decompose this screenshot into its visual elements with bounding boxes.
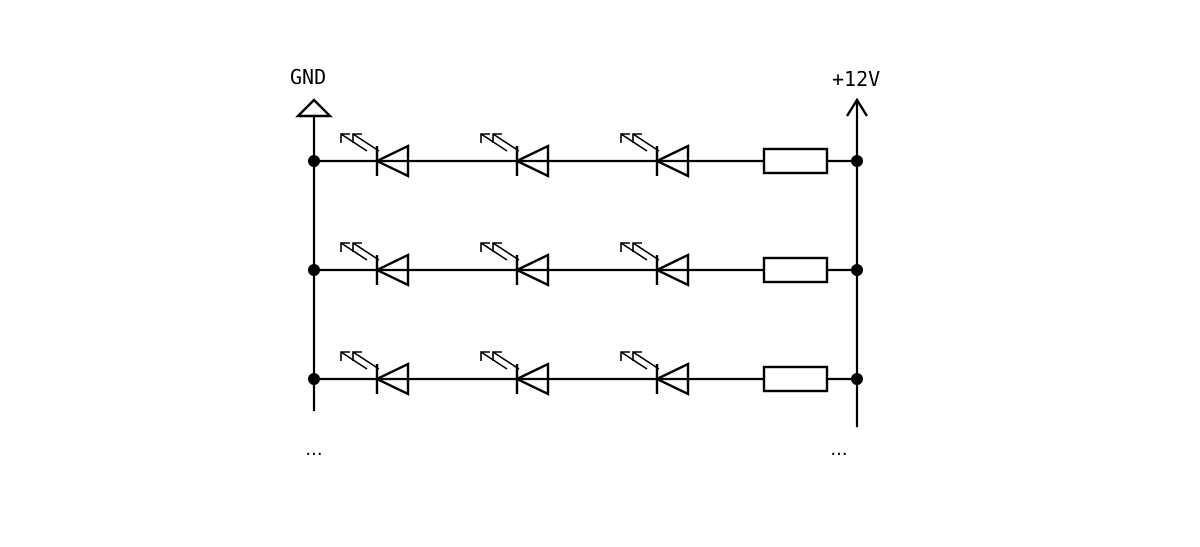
led-rows: [308, 133, 863, 396]
led-triangle: [374, 144, 410, 178]
vcc-continuation: ...: [830, 439, 847, 460]
led-light-arrow: [340, 133, 368, 152]
led-symbol: [480, 351, 550, 396]
led-light-arrow: [620, 242, 648, 261]
led-light-arrowhead: [480, 242, 490, 252]
led-symbol: [340, 242, 410, 287]
resistor-symbol: [762, 365, 829, 393]
led-light-arrowhead: [340, 351, 350, 361]
led-triangle: [514, 362, 550, 396]
gnd-label: GND: [290, 65, 326, 89]
led-light-arrow: [492, 242, 520, 261]
led-triangle: [374, 362, 410, 396]
vcc-label: +12V: [832, 67, 880, 91]
led-light-arrowhead: [480, 351, 490, 361]
led-row: [308, 133, 863, 178]
led-light-arrow: [620, 133, 648, 152]
led-light-arrowhead: [620, 351, 630, 361]
led-triangle: [514, 253, 550, 287]
led-light-arrowhead: [480, 133, 490, 143]
led-symbol: [620, 133, 690, 178]
led-light-arrowhead: [352, 242, 362, 252]
junction-dot: [851, 264, 863, 276]
led-light-arrow: [480, 242, 508, 261]
led-light-arrowhead: [340, 242, 350, 252]
led-symbol: [620, 351, 690, 396]
junction-dot: [308, 264, 320, 276]
led-light-arrowhead: [352, 351, 362, 361]
led-light-arrow: [480, 133, 508, 152]
led-symbol: [480, 242, 550, 287]
led-triangle: [654, 144, 690, 178]
led-light-arrow: [492, 351, 520, 370]
led-triangle: [654, 362, 690, 396]
resistor-symbol: [762, 256, 829, 284]
gnd-continuation: ...: [305, 439, 322, 460]
led-light-arrowhead: [340, 133, 350, 143]
led-light-arrow: [632, 133, 660, 152]
led-light-arrow: [492, 133, 520, 152]
led-row: [308, 242, 863, 287]
led-light-arrow: [632, 242, 660, 261]
led-symbol: [480, 133, 550, 178]
led-light-arrow: [352, 351, 380, 370]
led-triangle: [514, 144, 550, 178]
led-light-arrow: [340, 351, 368, 370]
led-light-arrowhead: [492, 351, 502, 361]
led-symbol: [620, 242, 690, 287]
led-light-arrowhead: [632, 242, 642, 252]
led-light-arrow: [480, 351, 508, 370]
led-symbol: [340, 133, 410, 178]
ground-symbol: [295, 98, 333, 118]
led-row: [308, 351, 863, 396]
led-triangle: [654, 253, 690, 287]
led-light-arrowhead: [632, 133, 642, 143]
resistor-symbol: [762, 147, 829, 175]
led-light-arrow: [340, 242, 368, 261]
led-light-arrowhead: [632, 351, 642, 361]
led-light-arrowhead: [620, 242, 630, 252]
led-light-arrow: [620, 351, 648, 370]
junction-dot: [308, 373, 320, 385]
led-triangle: [374, 253, 410, 287]
junction-dot: [308, 155, 320, 167]
junction-dot: [851, 373, 863, 385]
led-light-arrowhead: [620, 133, 630, 143]
led-light-arrow: [352, 242, 380, 261]
led-light-arrowhead: [492, 242, 502, 252]
led-light-arrowhead: [492, 133, 502, 143]
led-light-arrow: [632, 351, 660, 370]
led-symbol: [340, 351, 410, 396]
led-light-arrowhead: [352, 133, 362, 143]
junction-dot: [851, 155, 863, 167]
led-light-arrow: [352, 133, 380, 152]
